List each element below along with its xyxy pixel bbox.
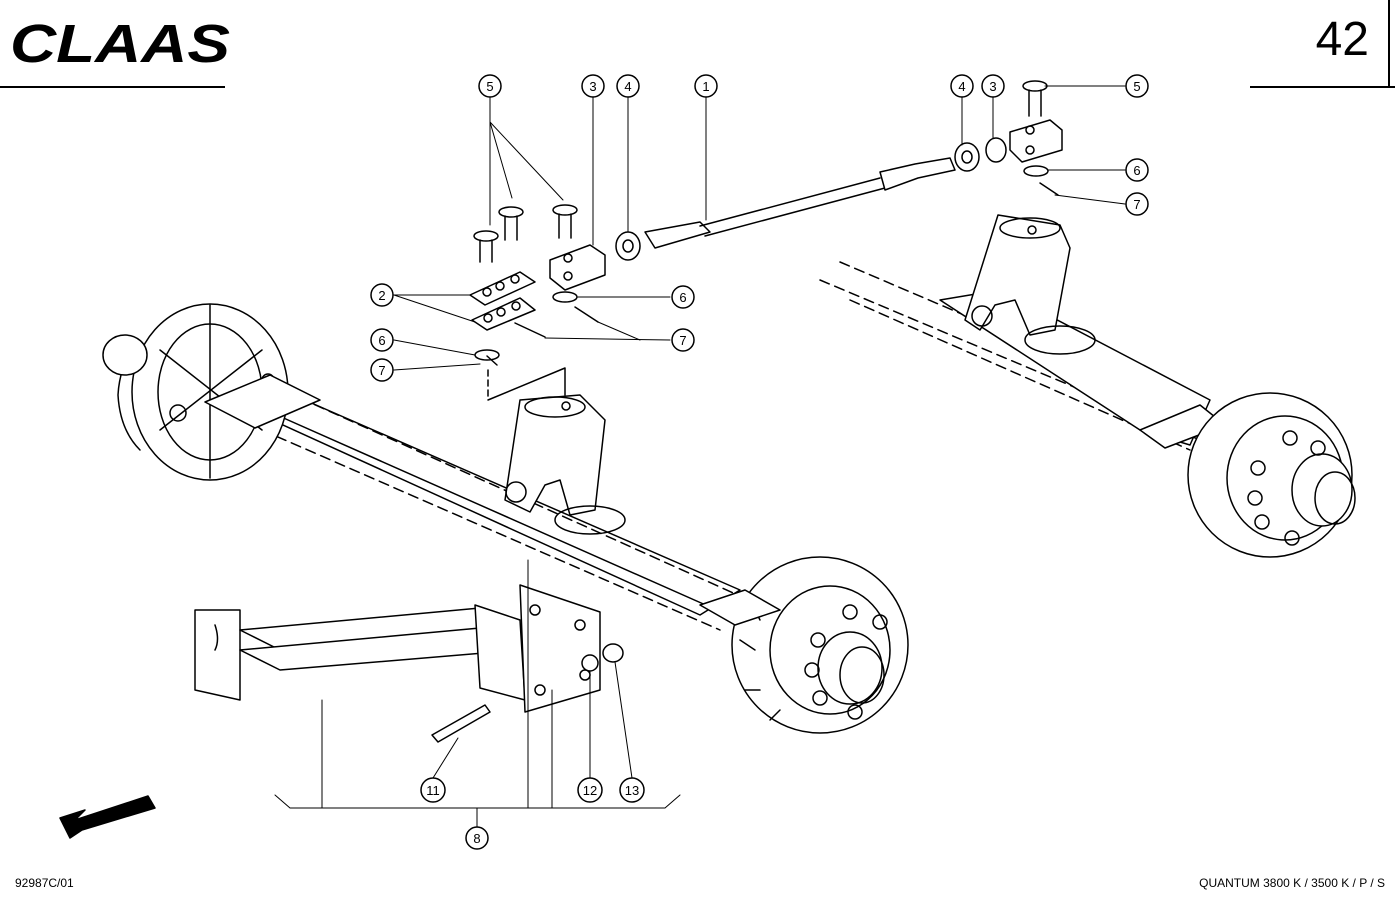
header-rule-vertical [1388, 0, 1390, 88]
right-clevis [985, 119, 1063, 163]
svg-text:6: 6 [378, 333, 385, 348]
right-locknut [954, 142, 980, 172]
right-brake-drum [731, 556, 909, 734]
svg-text:12: 12 [583, 783, 597, 798]
callout-1: 1 [694, 74, 718, 98]
callout-3-right: 3 [981, 74, 1005, 98]
callout-5-left: 5 [478, 74, 502, 98]
rear-axle-assembly [819, 214, 1356, 558]
rear-center-bracket [964, 214, 1096, 355]
svg-text:4: 4 [624, 79, 631, 94]
front-axle-assembly [102, 303, 909, 734]
callout-7-left: 7 [370, 358, 394, 382]
svg-text:8: 8 [473, 831, 480, 846]
clevis-pin-right [1022, 80, 1048, 117]
callout-4-right: 4 [950, 74, 974, 98]
brand-text: CLAAS [10, 14, 230, 70]
callout-6-center: 6 [671, 285, 695, 309]
page-number: 42 [1315, 13, 1369, 66]
linkage-plates [469, 271, 536, 331]
callout-12: 12 [577, 777, 603, 803]
washers-and-split-pins [474, 165, 1059, 401]
callout-7-right: 7 [1125, 192, 1149, 216]
svg-text:7: 7 [378, 363, 385, 378]
document-reference: 92987C/01 [15, 876, 74, 890]
callout-13: 13 [619, 777, 645, 803]
callout-11: 11 [420, 777, 446, 803]
callout-6-left: 6 [370, 328, 394, 352]
svg-text:6: 6 [679, 290, 686, 305]
arrow-left-down-icon [59, 795, 156, 839]
callout-8: 8 [465, 826, 489, 850]
support-leg-assembly [194, 584, 624, 743]
claas-logo: CLAAS [10, 14, 230, 70]
svg-text:6: 6 [1133, 163, 1140, 178]
svg-text:5: 5 [486, 79, 493, 94]
svg-text:4: 4 [958, 79, 965, 94]
left-locknut [615, 231, 641, 261]
svg-text:3: 3 [989, 79, 996, 94]
svg-text:11: 11 [426, 783, 440, 798]
callout-6-right: 6 [1125, 158, 1149, 182]
leader-lines [393, 85, 1126, 779]
svg-text:1: 1 [702, 79, 709, 94]
model-reference: QUANTUM 3800 K / 3500 K / P / S [1199, 876, 1385, 890]
callout-3-left: 3 [581, 74, 605, 98]
assembly-lines [274, 559, 681, 829]
svg-text:2: 2 [378, 288, 385, 303]
svg-text:13: 13 [625, 783, 639, 798]
header-rule-right [1250, 86, 1395, 88]
svg-text:3: 3 [589, 79, 596, 94]
callout-4-left: 4 [616, 74, 640, 98]
clevis-pins-left [473, 204, 578, 263]
left-clevis [549, 244, 606, 291]
callout-7-center: 7 [671, 328, 695, 352]
header-rule-left [0, 86, 225, 88]
rear-right-brake-drum [1187, 392, 1356, 558]
front-center-bracket [504, 394, 626, 535]
svg-text:5: 5 [1133, 79, 1140, 94]
callout-2: 2 [370, 283, 394, 307]
callout-5-right: 5 [1125, 74, 1149, 98]
svg-text:7: 7 [1133, 197, 1140, 212]
svg-text:7: 7 [679, 333, 686, 348]
brake-cable-rod [644, 157, 956, 249]
